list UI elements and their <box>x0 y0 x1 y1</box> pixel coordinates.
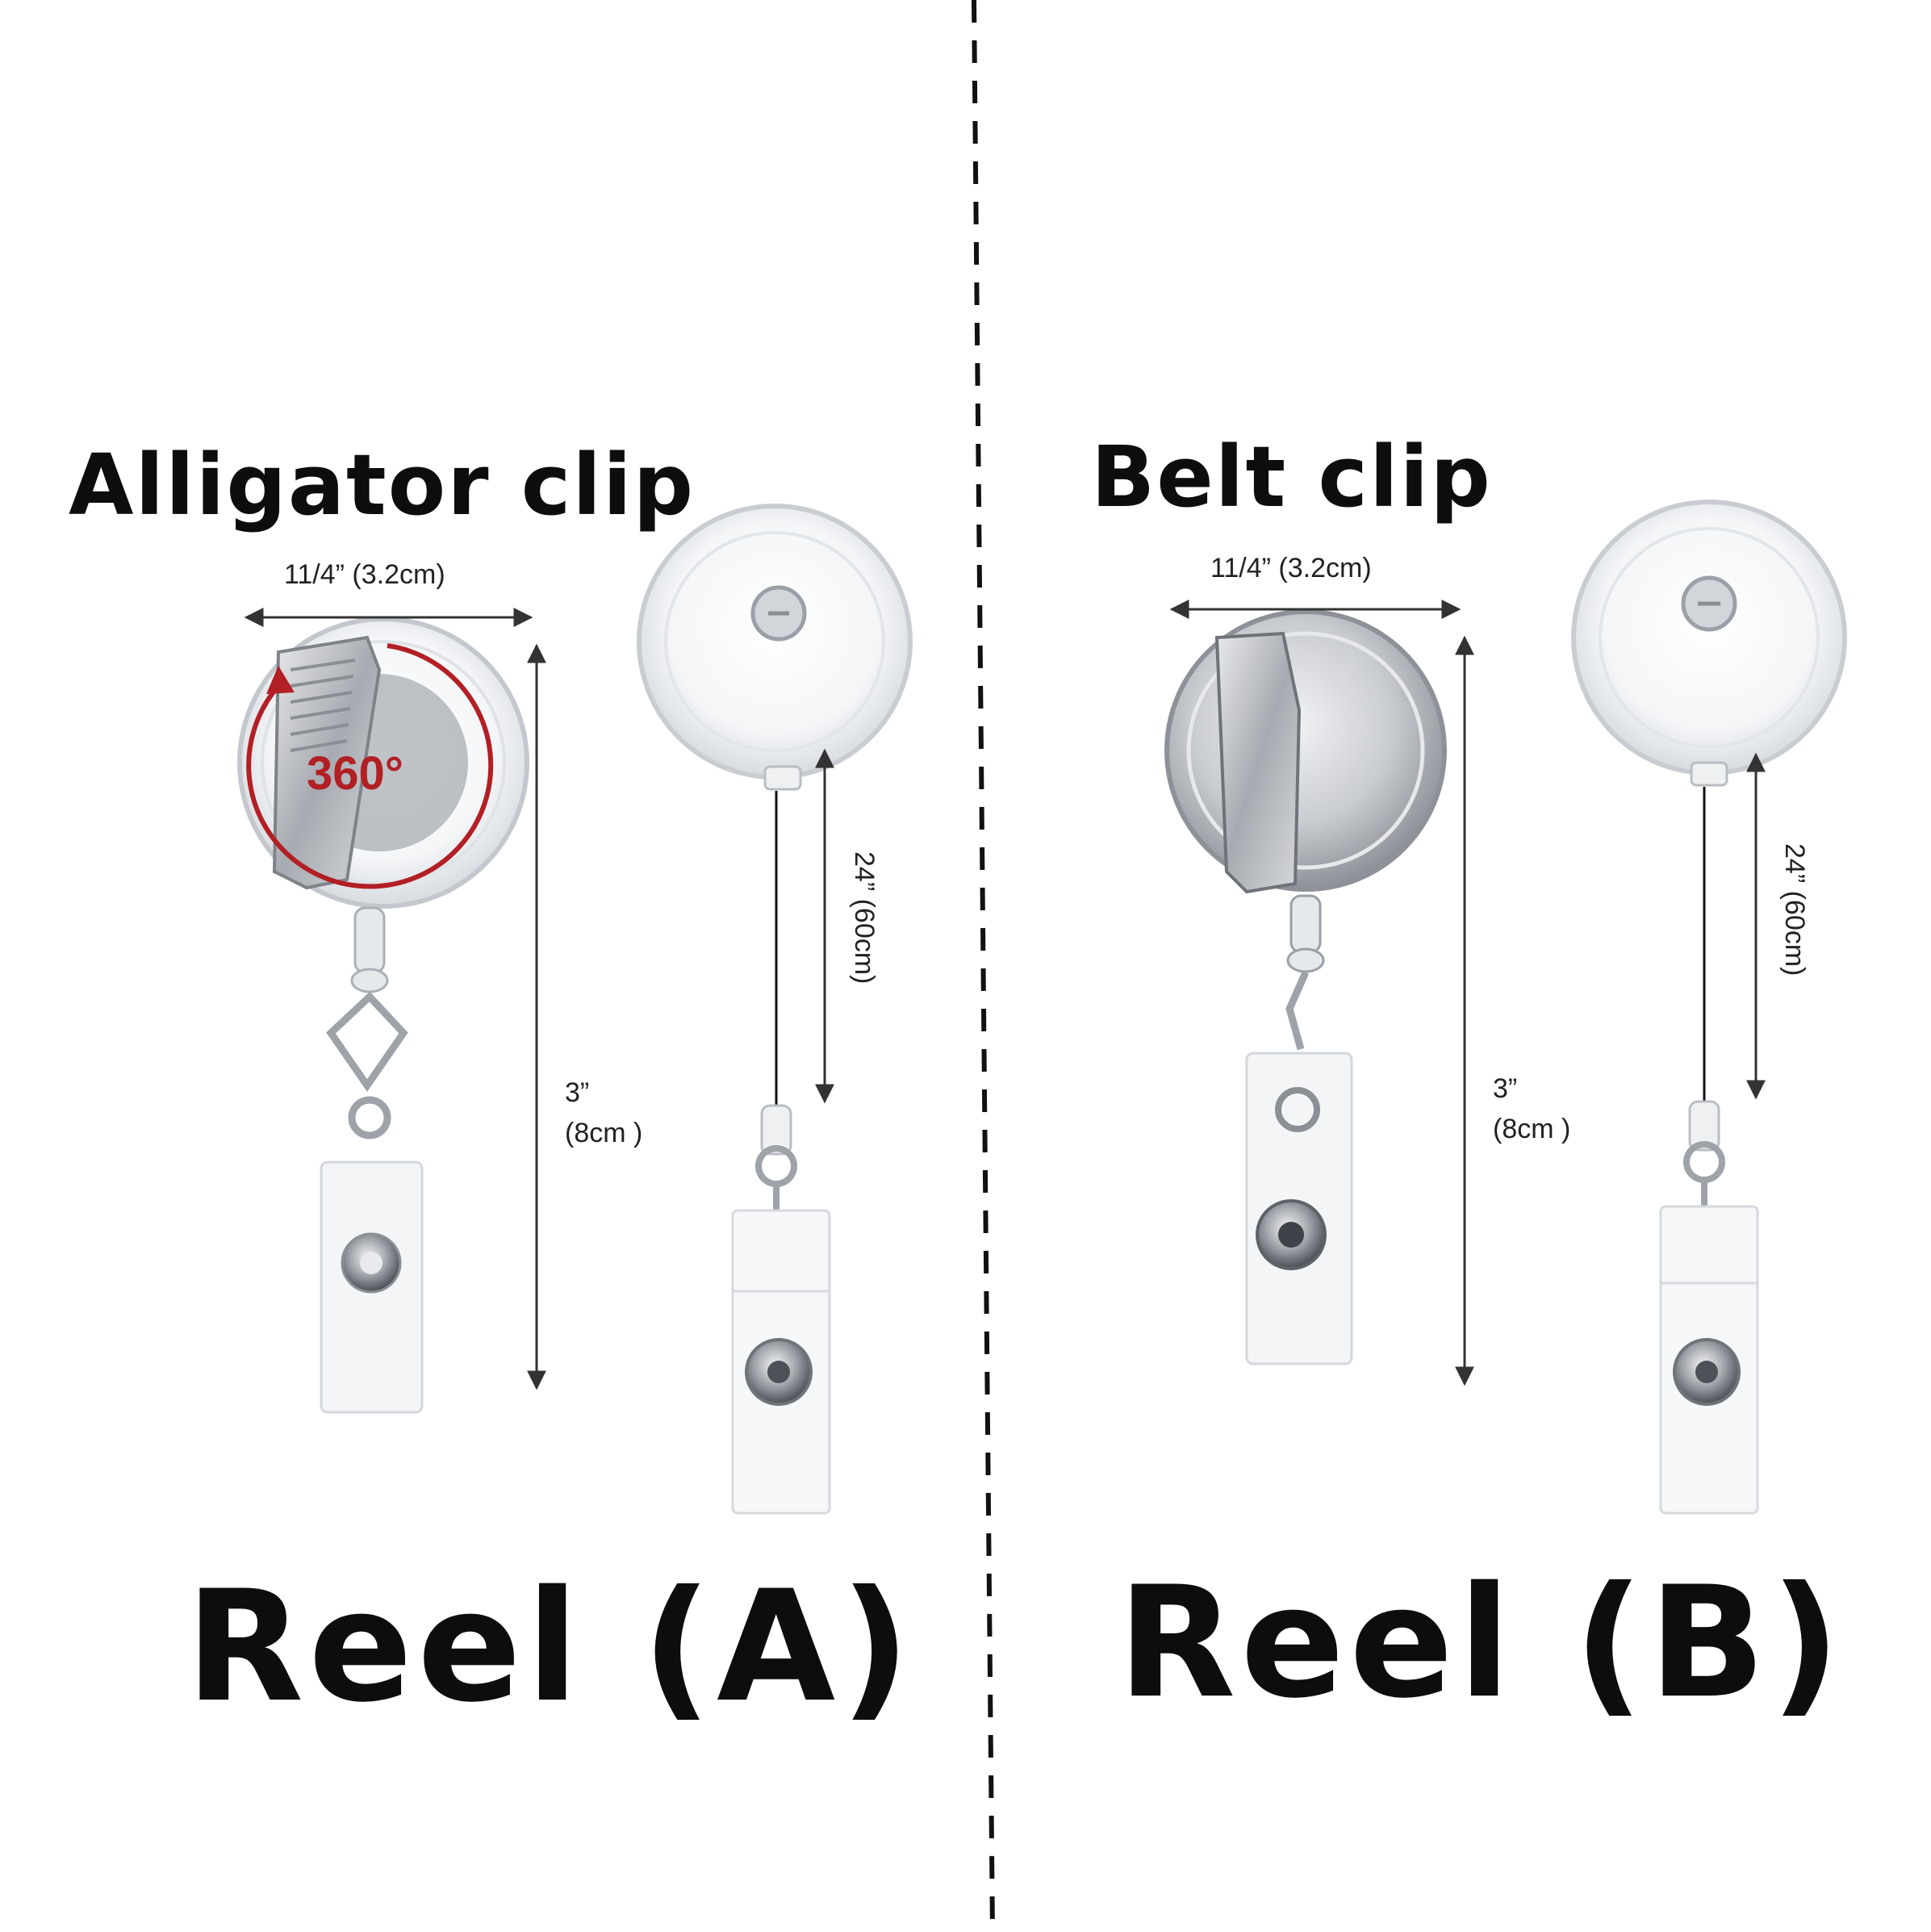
reel-a-height-label-line2: (8cm ) <box>565 1118 643 1148</box>
reel-b-clip-title: Belt clip <box>1091 428 1492 526</box>
reel-b-cord-label: 24” (60cm) <box>1779 843 1810 976</box>
reel-b-back-view <box>1571 500 1847 1515</box>
reel-a-cord-label: 24” (60cm) <box>849 851 880 985</box>
reel-b-height-label-line1: 3” <box>1493 1073 1518 1104</box>
reel-a-front-view <box>237 617 529 1414</box>
reel-b-front-view <box>1164 609 1447 1365</box>
reel-a-title: Reel (A) <box>186 1558 916 1736</box>
reel-b-title: Reel (B) <box>1118 1554 1845 1732</box>
reel-a-height-label-line1: 3” <box>565 1077 590 1108</box>
reel-a-width-label: 11/4” (3.2cm) <box>284 559 445 590</box>
reel-a-clip-title: Alligator clip <box>69 436 696 534</box>
reel-b-height-label-line2: (8cm ) <box>1493 1114 1571 1144</box>
rotation-badge: 360° <box>307 747 403 800</box>
center-divider <box>972 0 995 1932</box>
reel-b-width-label: 11/4” (3.2cm) <box>1210 553 1372 583</box>
reel-a-back-view <box>637 504 913 1515</box>
